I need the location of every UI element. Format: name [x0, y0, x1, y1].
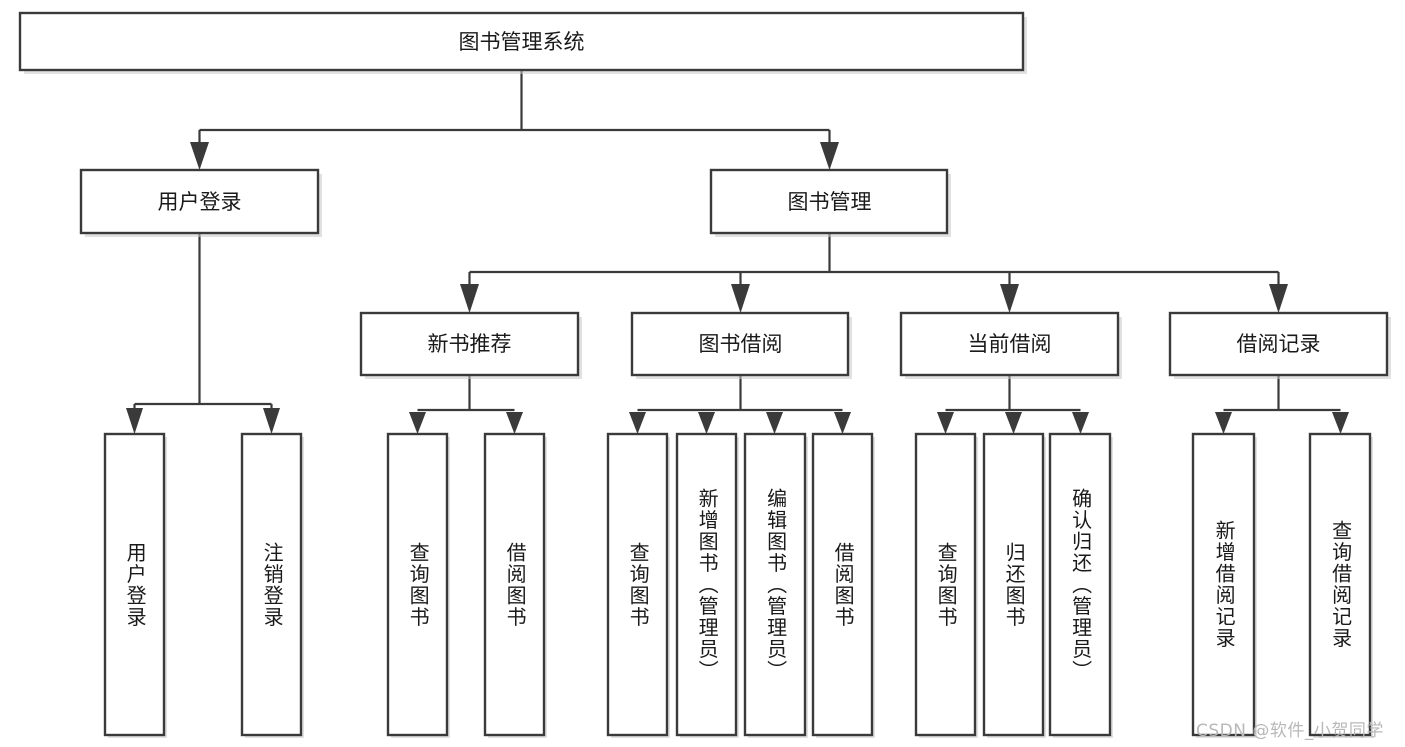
arrow-leaf-logout — [263, 408, 280, 434]
csdn-watermark: CSDN @软件_小贺同学 — [1196, 721, 1384, 741]
node-new-book-recommend[interactable]: 新书推荐 — [359, 311, 582, 379]
leaf-node-box — [386, 432, 449, 737]
leaf-node-box — [240, 432, 303, 737]
node-root[interactable]: 图书管理系统 — [18, 11, 1027, 74]
leaf-node[interactable] — [743, 432, 808, 738]
arrow-user-login — [190, 142, 209, 170]
node-new-book-recommend-label: 新书推荐 — [428, 332, 512, 356]
arrow-newbook-leaf2 — [506, 412, 523, 434]
leaf-node[interactable] — [606, 432, 670, 738]
node-borrow-record[interactable]: 借阅记录 — [1168, 311, 1391, 379]
arrow-bookborrow-leaf3 — [766, 412, 783, 434]
node-user-login-box — [79, 168, 320, 235]
node-book-borrow-box — [630, 311, 850, 377]
arrow-borrowrecord-leaf1 — [1215, 412, 1232, 434]
leaf-node-box — [1048, 432, 1112, 737]
node-borrow-record-box — [1168, 311, 1389, 377]
leaf-node[interactable] — [240, 432, 304, 738]
leaf-node-box — [743, 432, 807, 737]
arrow-currentborrow-leaf2 — [1005, 412, 1022, 434]
node-book-borrow-label: 图书借阅 — [699, 332, 783, 356]
node-current-borrow[interactable]: 当前借阅 — [899, 311, 1122, 379]
leaf-node-box — [483, 432, 546, 737]
node-new-book-recommend-box — [359, 311, 580, 377]
arrow-currentborrow-leaf1 — [937, 412, 954, 434]
node-user-login[interactable]: 用户登录 — [79, 168, 322, 237]
leaf-node-box — [1308, 432, 1372, 737]
arrow-bookborrow — [731, 284, 750, 313]
leaf-node-box — [811, 432, 874, 737]
node-book-manage-label: 图书管理 — [788, 190, 872, 214]
leaf-node-box — [103, 432, 166, 737]
connector-layer — [126, 70, 1349, 434]
leaf-node-box — [1191, 432, 1256, 737]
leaf-node-box — [982, 432, 1045, 737]
node-current-borrow-box — [899, 311, 1120, 377]
leaf-node[interactable] — [1048, 432, 1113, 738]
leaf-node[interactable] — [982, 432, 1046, 738]
node-book-manage[interactable]: 图书管理 — [709, 168, 951, 237]
arrow-bookborrow-leaf4 — [834, 412, 851, 434]
leaf-node[interactable] — [675, 432, 739, 738]
leaf-node-box — [914, 432, 977, 737]
arrow-borrowrecord — [1269, 284, 1288, 313]
leaf-node[interactable] — [483, 432, 547, 738]
leaf-node[interactable] — [1191, 432, 1257, 738]
leaf-node[interactable] — [914, 432, 978, 738]
leaf-node[interactable] — [1308, 432, 1373, 738]
leaf-node-layer — [103, 432, 1373, 738]
node-book-borrow[interactable]: 图书借阅 — [630, 311, 852, 379]
node-borrow-record-label: 借阅记录 — [1237, 332, 1321, 356]
leaf-node[interactable] — [103, 432, 167, 738]
node-user-login-label: 用户登录 — [158, 190, 242, 214]
node-book-manage-box — [709, 168, 949, 235]
node-current-borrow-label: 当前借阅 — [968, 332, 1052, 356]
leaf-node-box — [675, 432, 738, 737]
leaf-node-box — [606, 432, 669, 737]
arrow-book-manage — [820, 142, 839, 170]
arrow-leaf-user-login — [126, 408, 143, 434]
arrow-currentborrow — [1000, 284, 1019, 313]
arrow-bookborrow-leaf1 — [629, 412, 646, 434]
arrow-bookborrow-leaf2 — [698, 412, 715, 434]
arrow-newbook-leaf1 — [409, 412, 426, 434]
leaf-node[interactable] — [811, 432, 875, 738]
node-root-label: 图书管理系统 — [459, 30, 585, 54]
node-root-box — [18, 11, 1025, 72]
arrow-newbook — [460, 284, 479, 313]
arrow-currentborrow-leaf3 — [1072, 412, 1089, 434]
arrow-borrowrecord-leaf2 — [1332, 412, 1349, 434]
leaf-node[interactable] — [386, 432, 450, 738]
